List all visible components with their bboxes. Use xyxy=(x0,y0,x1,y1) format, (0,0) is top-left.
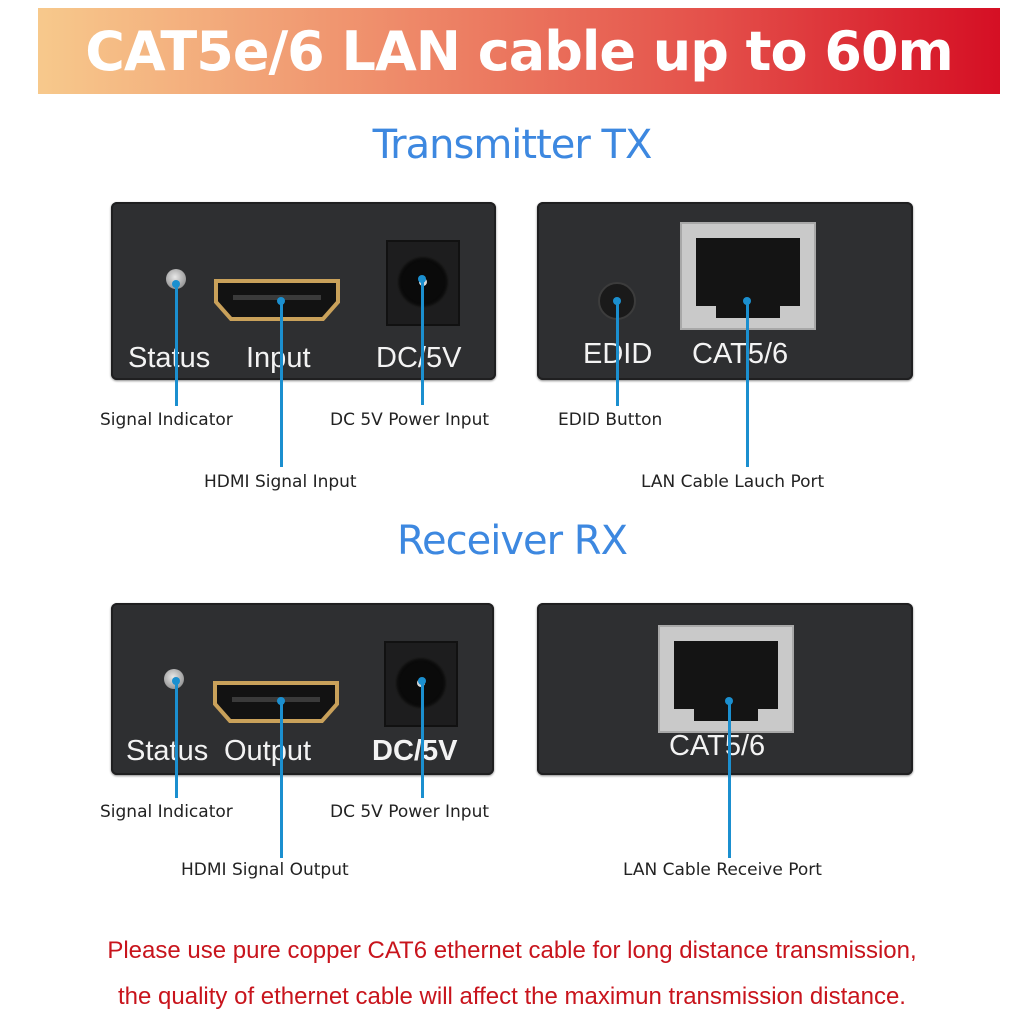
leader-line-hdmi xyxy=(280,301,283,467)
leader-line-led xyxy=(175,681,178,798)
leader-line-lan xyxy=(746,301,749,467)
transmitter-title: Transmitter TX xyxy=(372,122,653,168)
callout-signal-indicator: Signal Indicator xyxy=(100,410,233,430)
status-led-icon xyxy=(166,269,186,289)
title-banner: CAT5e/6 LAN cable up to 60m xyxy=(38,8,1000,94)
rx-back-panel: CAT5/6 xyxy=(537,603,913,775)
leader-line-dc xyxy=(421,681,424,798)
tx-front-panel: Status Input DC/5V xyxy=(111,202,496,380)
dc-label: DC/5V xyxy=(376,342,462,374)
footer-note-line-2: the quality of ethernet cable will affec… xyxy=(118,983,906,1010)
callout-signal-indicator: Signal Indicator xyxy=(100,802,233,822)
leader-line-led xyxy=(175,284,178,406)
input-label: Input xyxy=(246,342,311,374)
cat-label: CAT5/6 xyxy=(692,338,789,370)
dc-label: DC/5V xyxy=(372,735,458,767)
banner-title: CAT5e/6 LAN cable up to 60m xyxy=(85,19,954,83)
leader-line-edid xyxy=(616,301,619,406)
callout-hdmi-signal-input: HDMI Signal Input xyxy=(204,472,357,492)
footer-note-line-1: Please use pure copper CAT6 ethernet cab… xyxy=(107,937,917,964)
rx-front-panel: Status Output DC/5V xyxy=(111,603,494,775)
callout-edid-button: EDID Button xyxy=(558,410,663,430)
output-label: Output xyxy=(224,735,312,767)
callout-lan-receive-port: LAN Cable Receive Port xyxy=(623,860,822,880)
status-label: Status xyxy=(126,735,209,767)
receiver-title: Receiver RX xyxy=(397,518,628,564)
leader-line-lan xyxy=(728,701,731,858)
callout-dc-power-input: DC 5V Power Input xyxy=(330,802,490,822)
rj45-port-icon xyxy=(680,222,816,330)
tx-back-panel: EDID CAT5/6 xyxy=(537,202,913,380)
callout-dc-power-input: DC 5V Power Input xyxy=(330,410,490,430)
callout-hdmi-signal-output: HDMI Signal Output xyxy=(181,860,349,880)
leader-line-hdmi xyxy=(280,701,283,858)
rj45-port-icon xyxy=(658,625,794,733)
callout-lan-launch-port: LAN Cable Lauch Port xyxy=(641,472,825,492)
hdmi-port-icon xyxy=(213,681,339,723)
cat-label: CAT5/6 xyxy=(669,730,766,762)
leader-line-dc xyxy=(421,279,424,405)
status-label: Status xyxy=(128,342,211,374)
